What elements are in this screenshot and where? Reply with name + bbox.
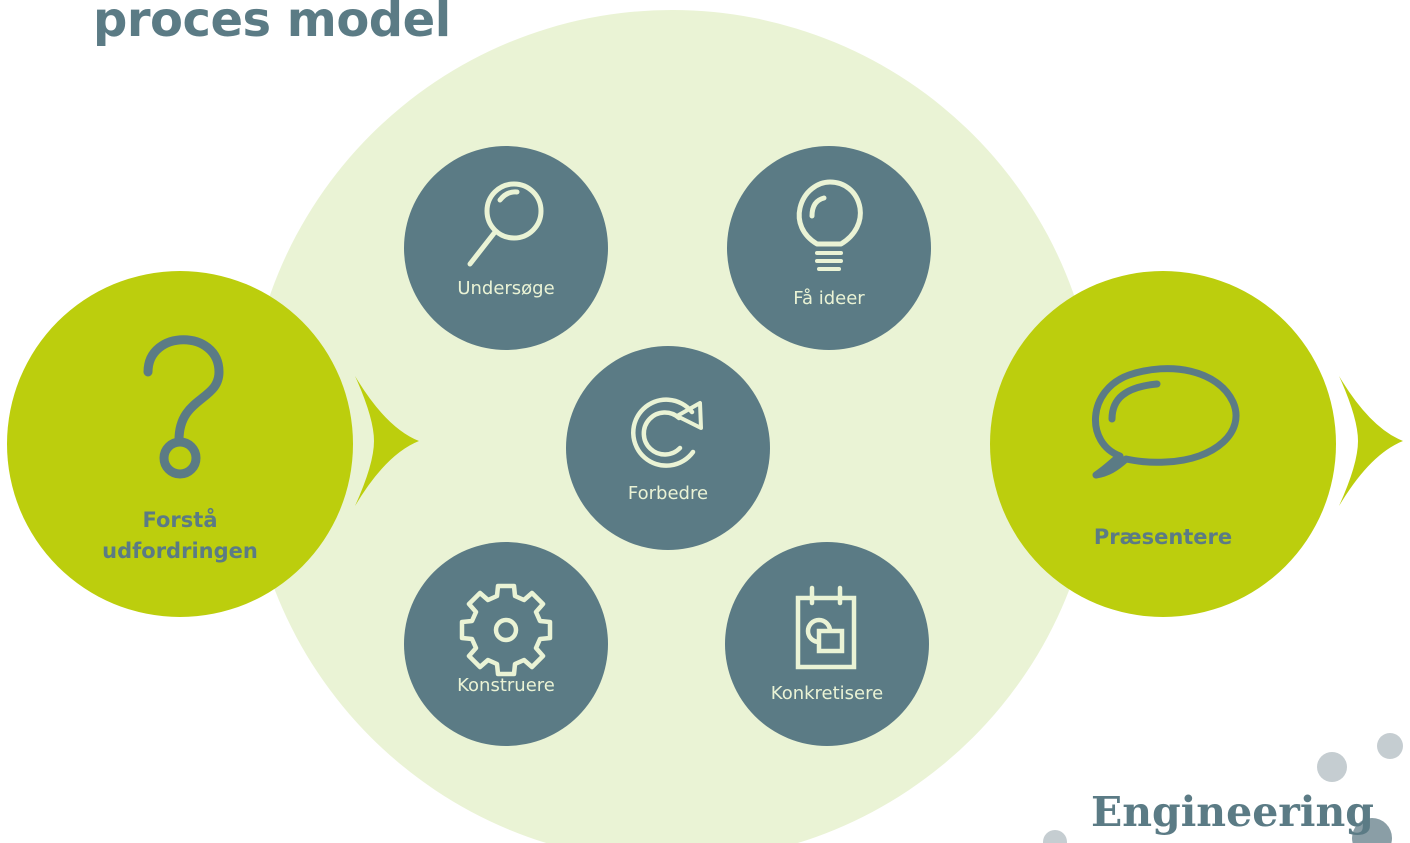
refresh-icon (631, 397, 703, 468)
chevron-right-icon (1339, 376, 1403, 506)
page-title: proces model (93, 0, 451, 48)
lightbulb-icon (796, 179, 863, 271)
start-label: Forstå udfordringen (7, 505, 353, 567)
magnifier-icon (467, 181, 544, 267)
start-circle: Forstå udfordringen (7, 271, 353, 617)
chevron-right-icon (355, 376, 419, 506)
speech-bubble-icon (1092, 365, 1240, 479)
question-mark-icon (143, 335, 224, 479)
start-label-line1: Forstå (142, 508, 218, 532)
decorative-dot (1317, 752, 1347, 782)
step-undersoge: Undersøge (404, 146, 608, 350)
end-circle: Præsentere (990, 271, 1336, 617)
step-label: Konstruere (457, 675, 555, 696)
step-label: Forbedre (627, 483, 709, 504)
notepad-icon (795, 585, 857, 670)
step-label: Konkretisere (770, 683, 884, 704)
decorative-dot (1043, 830, 1067, 843)
decorative-dot (1377, 733, 1403, 759)
start-label-line2: udfordringen (102, 539, 258, 563)
step-konstruere: Konstruere (404, 542, 608, 746)
step-konkretisere: Konkretisere (725, 542, 929, 746)
end-label: Præsentere (1093, 525, 1233, 549)
brand-logo: Engineering (1091, 788, 1374, 836)
gear-icon (459, 583, 553, 677)
step-fa-ideer: Få ideer (727, 146, 931, 350)
step-forbedre: Forbedre (566, 346, 770, 550)
step-label: Undersøge (457, 278, 555, 299)
decorative-dot (1352, 818, 1392, 843)
step-label: Få ideer (793, 288, 865, 309)
